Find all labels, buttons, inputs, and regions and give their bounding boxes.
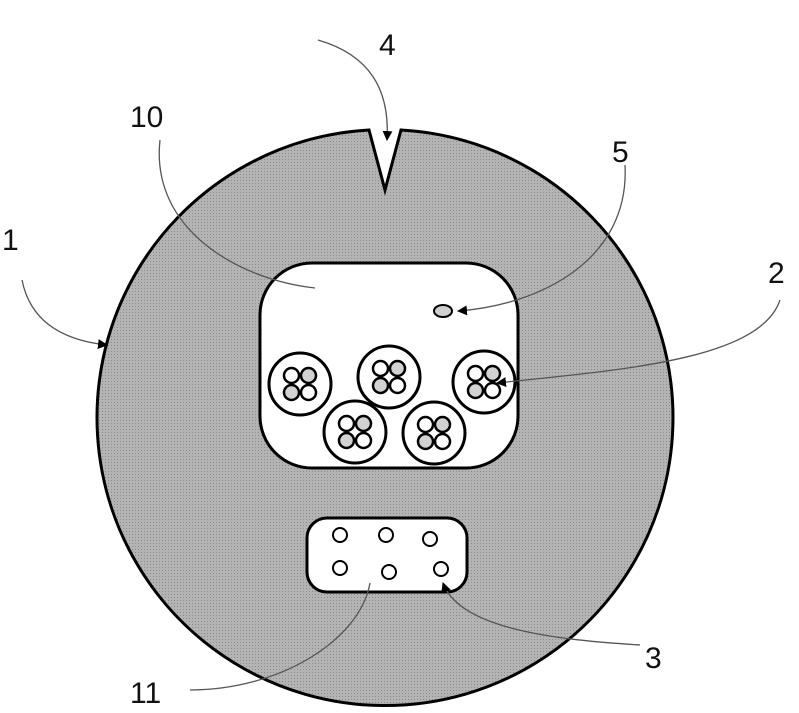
strand	[388, 376, 407, 395]
strand	[337, 431, 356, 450]
strand	[354, 431, 373, 450]
leader-11	[189, 582, 371, 691]
leader-5	[457, 164, 626, 316]
leader-3	[441, 582, 641, 646]
strand	[466, 381, 485, 400]
strand	[371, 359, 390, 378]
strand	[416, 432, 435, 451]
wire-group	[332, 527, 449, 580]
leader-10	[158, 139, 316, 289]
strand	[466, 364, 485, 383]
strand	[282, 366, 301, 385]
leader-1	[21, 279, 108, 350]
small-element	[433, 304, 453, 318]
fiber-bundle	[267, 351, 333, 417]
strand	[337, 414, 356, 433]
strand	[354, 414, 373, 433]
label-5: 5	[612, 136, 629, 169]
leader-2	[496, 299, 781, 388]
strand	[433, 415, 452, 434]
wire	[433, 561, 449, 577]
wire	[332, 527, 348, 543]
wire	[381, 564, 397, 580]
strand	[433, 432, 452, 451]
strand	[282, 383, 301, 402]
strand	[388, 359, 407, 378]
strand	[299, 366, 318, 385]
label-1: 1	[2, 224, 19, 257]
label-3: 3	[645, 642, 662, 675]
fiber-bundle	[356, 344, 422, 410]
label-4: 4	[379, 29, 396, 62]
fiber-bundle	[322, 399, 388, 465]
label-11: 11	[130, 677, 161, 710]
wire	[422, 531, 438, 547]
leader-4	[317, 39, 393, 141]
label-10: 10	[130, 101, 163, 134]
strand	[299, 383, 318, 402]
strand	[416, 415, 435, 434]
bundle-group	[267, 344, 517, 466]
wire	[332, 560, 348, 576]
strand	[483, 364, 502, 383]
fiber-bundle	[451, 349, 517, 415]
strand	[483, 381, 502, 400]
wire	[378, 527, 394, 543]
label-2: 2	[768, 257, 785, 290]
fiber-bundle	[401, 400, 467, 466]
strand	[371, 376, 390, 395]
